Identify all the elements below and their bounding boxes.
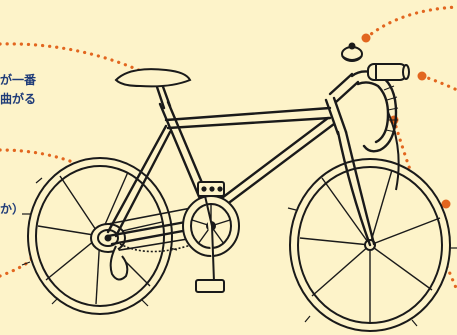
saddle-callout-line-2: 曲がる [0,92,37,106]
crank-arm [195,181,225,293]
saddle-callout-line-1: が一番 [0,73,37,87]
front-tire-treads [287,207,457,327]
handlebar-light [367,63,410,81]
callout-dot-fork [441,199,451,209]
callout-line-saddle [0,42,154,78]
bar-wrap [383,85,399,133]
top-tube [164,106,332,130]
head-tube [324,96,348,136]
callout-line-brake [392,118,457,292]
callout-line-crank [0,256,36,278]
bell-icon [341,42,363,62]
saddle-callout-text: が一番 曲がる [0,71,36,109]
seat-stay [106,124,172,238]
front-fork [336,130,376,247]
front-wheel-spokes [299,169,441,322]
callout-line-chain [0,148,148,214]
down-tube [204,116,336,216]
stem [328,72,360,104]
brake-lever [387,111,400,191]
pedal-bottom [195,279,225,293]
callout-dot-grip [417,71,427,81]
rear-tire-treads [21,177,178,307]
saddle [114,68,192,88]
seat-post [154,82,172,110]
front-wheel [287,158,457,332]
callout-line-grip [420,74,457,92]
rear-derailleur [109,245,129,281]
callout-dot-bell [361,33,371,43]
callout-line-bell [364,5,457,40]
chain-callout-text: か） [0,202,25,216]
